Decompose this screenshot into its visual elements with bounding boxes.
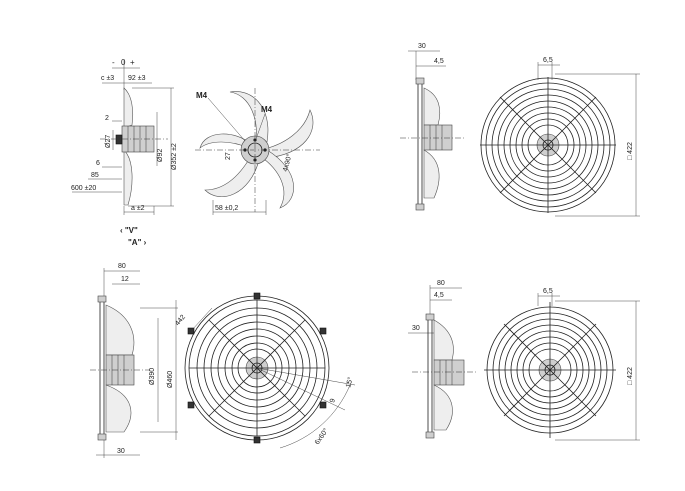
dim-6-5-right: 6,5	[543, 288, 553, 295]
dim-9: 9	[329, 398, 337, 404]
dim-30-right: 30	[412, 325, 420, 332]
tolerance-zero: 0	[121, 58, 126, 67]
dim-c: c ±3	[101, 75, 114, 82]
guard-front-bottom-right	[484, 302, 616, 438]
view-label-a: "A" ›	[128, 238, 147, 247]
dim-6-5-top: 6,5	[543, 57, 553, 64]
dim-4-5-top: 4,5	[434, 58, 444, 65]
dim-a: a ±2	[131, 205, 145, 212]
motor-side-view: - 0 + c ±3 92 ±3 2 Ø27 6 85 600 ±20 Ø92 …	[71, 58, 178, 247]
dim-phi352: Ø352 ±2	[171, 143, 178, 170]
view-label-v: ‹ "V"	[120, 226, 138, 235]
dim-12: 12	[121, 276, 129, 283]
impeller-front-view: M4 M4 27 4x90° 58 ±0,2	[195, 88, 320, 215]
dim-600: 600 ±20	[71, 185, 96, 192]
dim-92: 92 ±3	[128, 75, 146, 82]
side-view-bottom-right: 80 4,5 30	[408, 280, 478, 439]
dim-phi460: Ø460	[167, 371, 174, 388]
dim-6: 6	[96, 160, 100, 167]
dim-2: 2	[105, 115, 109, 122]
dim-phi390: Ø390	[149, 368, 156, 385]
dim-58: 58 ±0,2	[215, 205, 238, 212]
guard-front-top-right	[480, 77, 616, 213]
label-m4-left: M4	[196, 91, 208, 100]
side-view-bottom-left: 80 12 Ø390 Ø460 30	[90, 263, 178, 458]
dim-phi27: Ø27	[105, 135, 112, 148]
dim-square-422-top: □ 422	[627, 142, 634, 160]
dim-27: 27	[225, 152, 232, 160]
dim-15deg: 15°	[344, 376, 355, 388]
dim-80: 80	[118, 263, 126, 270]
dim-30-top: 30	[418, 43, 426, 50]
dim-square-422-bottom: □ 422	[627, 367, 634, 385]
dim-80-right: 80	[437, 280, 445, 287]
dim-4-5-right: 4,5	[434, 292, 444, 299]
dim-85: 85	[91, 172, 99, 179]
dim-phi92: Ø92	[157, 149, 164, 162]
label-m4-right: M4	[261, 105, 273, 114]
tolerance-minus: -	[112, 58, 115, 67]
side-view-top-right: 30 4,5	[400, 43, 465, 211]
tolerance-plus: +	[130, 58, 135, 67]
dim-30-bottom: 30	[117, 448, 125, 455]
